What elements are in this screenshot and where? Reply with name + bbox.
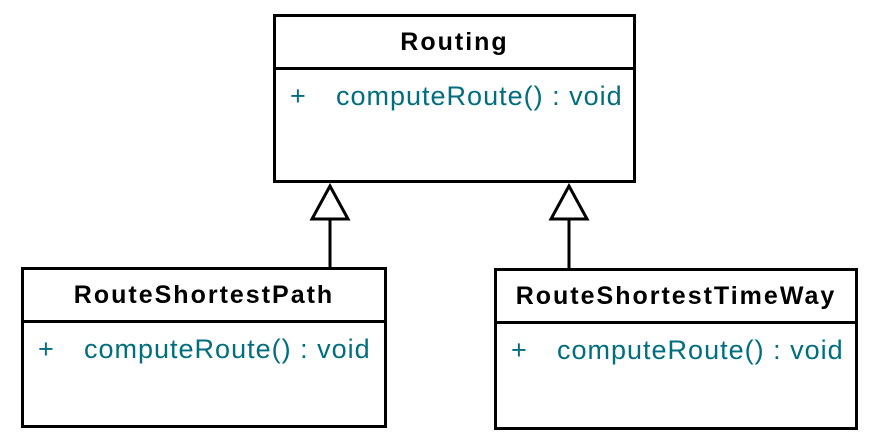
visibility-public-symbol: + [38,334,55,364]
method-signature: computeRoute() : void [557,335,844,365]
method-signature: computeRoute() : void [84,334,371,364]
class-name: RouteShortestPath [24,270,384,323]
method-row: + computeRoute() : void [290,81,633,112]
class-box-routeshortestpath: RouteShortestPath + computeRoute() : voi… [21,267,387,428]
visibility-public-symbol: + [511,335,528,365]
generalization-arrow-routeshortestpath-to-routing [309,182,351,268]
method-row: + computeRoute() : void [38,334,384,365]
class-box-routing: Routing + computeRoute() : void [273,14,636,183]
class-name: RouteShortestTimeWay [497,271,855,324]
method-row: + computeRoute() : void [511,335,855,366]
methods-compartment: + computeRoute() : void [24,323,384,365]
methods-compartment: + computeRoute() : void [497,324,855,366]
methods-compartment: + computeRoute() : void [276,70,633,112]
method-signature: computeRoute() : void [336,81,623,111]
hollow-triangle-icon [309,182,351,221]
generalization-arrow-routeshortesttimeway-to-routing [548,182,590,270]
class-box-routeshortesttimeway: RouteShortestTimeWay + computeRoute() : … [494,268,858,430]
hollow-triangle-icon [548,182,590,221]
visibility-public-symbol: + [290,81,307,111]
class-name: Routing [276,17,633,70]
